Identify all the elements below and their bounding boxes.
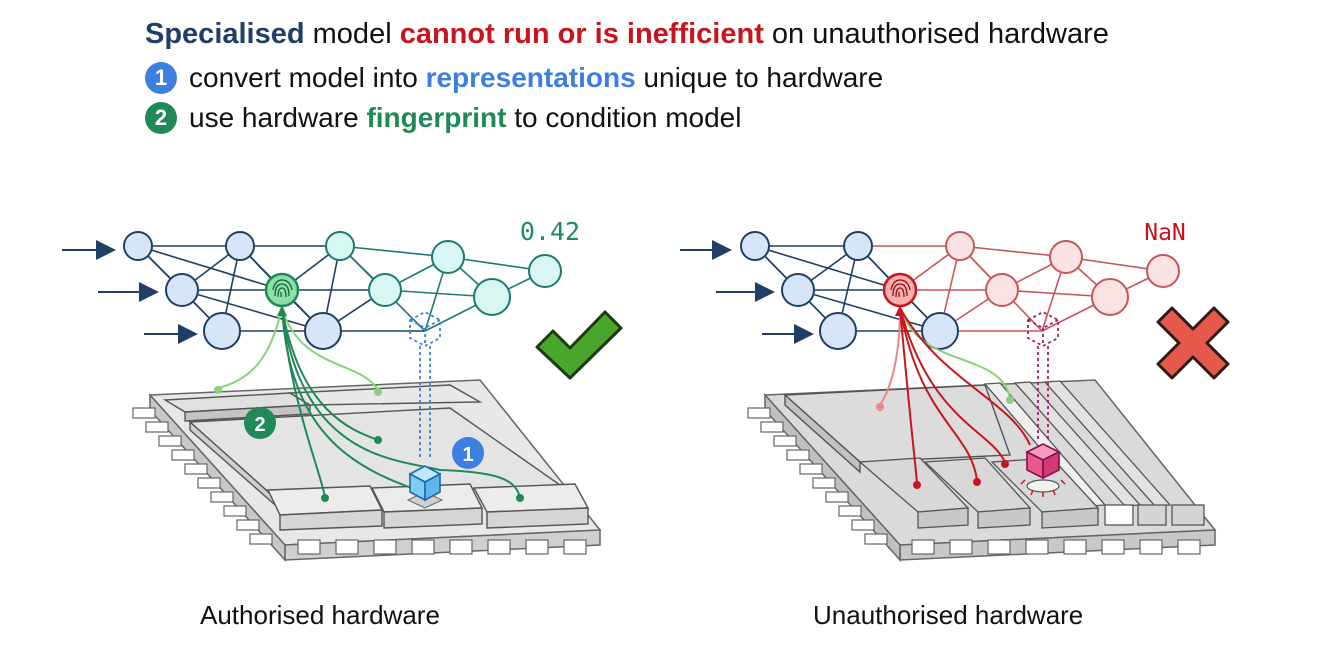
right-network-nodes <box>740 231 1180 350</box>
node <box>1146 254 1180 288</box>
right-hardware-cube-icon <box>1020 443 1066 497</box>
node <box>165 273 199 307</box>
left-step-2-marker-label: 2 <box>254 414 265 436</box>
left-cube-slot <box>409 310 441 460</box>
step-2-badge: 2 <box>145 102 177 134</box>
left-input-arrows <box>62 240 198 344</box>
left-step-2-marker: 2 <box>244 407 276 439</box>
right-fingerprint-traces <box>879 305 1031 484</box>
right-caption: Unauthorised hardware <box>813 600 1084 630</box>
step-2-post: to condition model <box>506 102 742 133</box>
node <box>819 312 857 350</box>
right-trace-ends <box>876 396 1014 489</box>
node <box>985 273 1019 307</box>
left-network-nodes <box>123 231 562 350</box>
right-output-value: NaN <box>1144 220 1186 246</box>
headline-specialised: Specialised <box>145 18 305 50</box>
step-2: 2 use hardware fingerprint to condition … <box>145 102 741 134</box>
node <box>740 231 770 261</box>
node <box>1091 278 1129 316</box>
node <box>203 312 241 350</box>
left-step-1-marker: 1 <box>452 437 484 469</box>
headline-on-unauthorised: on unauthorised hardware <box>763 18 1109 50</box>
left-hardware-cube-icon <box>406 465 444 509</box>
headline-cannot-run: cannot run or is inefficient <box>399 18 764 50</box>
left-fingerprint-icon <box>264 272 300 308</box>
node <box>781 273 815 307</box>
node <box>225 231 255 261</box>
step-2-highlight: fingerprint <box>366 102 507 133</box>
left-panel: 2 1 0.42 <box>62 217 623 562</box>
node <box>945 231 975 261</box>
left-trace-ends <box>214 386 524 502</box>
node <box>843 231 873 261</box>
step-2-pre: use hardware <box>189 102 367 133</box>
node <box>368 273 402 307</box>
right-chip-board <box>747 379 1217 562</box>
right-input-arrows <box>680 240 814 344</box>
check-mark-icon <box>535 310 623 380</box>
step-1-highlight: representations <box>425 62 636 93</box>
step-1-badge: 1 <box>145 62 177 94</box>
cross-mark-icon <box>1156 306 1230 380</box>
headline: Specialised model cannot run or is ineff… <box>145 18 1109 51</box>
right-panel: NaN <box>680 220 1230 562</box>
node <box>431 240 465 274</box>
node <box>473 278 511 316</box>
node <box>325 231 355 261</box>
node <box>921 312 959 350</box>
right-fingerprint-icon <box>882 272 918 308</box>
headline-model: model <box>304 18 400 50</box>
left-fingerprint-traces <box>217 305 521 498</box>
left-output-value: 0.42 <box>520 217 580 246</box>
right-cube-slot <box>1027 310 1059 440</box>
node <box>304 312 342 350</box>
node <box>123 231 153 261</box>
step-1: 1 convert model into representations uni… <box>145 62 883 94</box>
step-1-pre: convert model into <box>189 62 426 93</box>
left-chip-board <box>132 379 602 562</box>
node <box>1049 240 1083 274</box>
left-step-1-marker-label: 1 <box>462 444 473 466</box>
left-caption: Authorised hardware <box>200 600 440 630</box>
node <box>528 254 562 288</box>
step-1-post: unique to hardware <box>635 62 884 93</box>
